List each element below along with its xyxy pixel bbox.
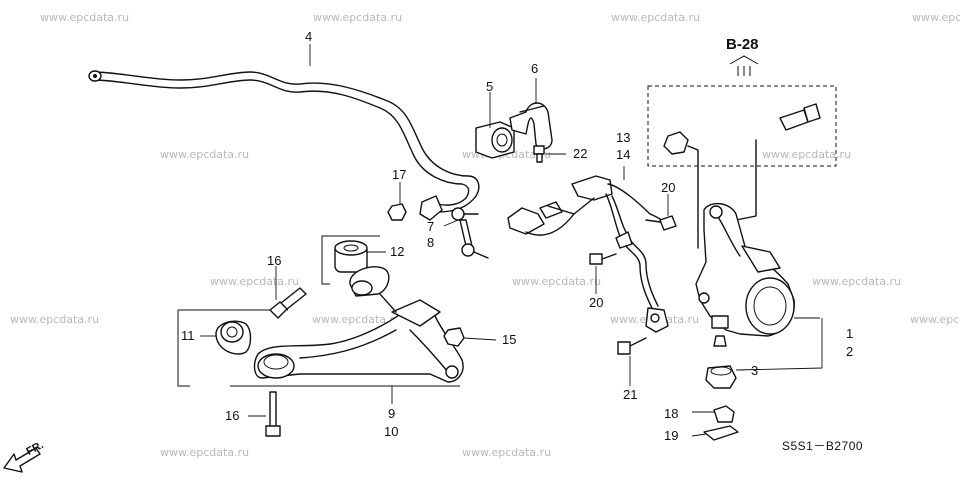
callout-14: 14 <box>616 147 631 162</box>
callout-9: 9 <box>388 406 396 421</box>
watermark: www.epcdata.ru <box>910 313 960 326</box>
flange-bolt <box>533 145 545 163</box>
callout-7: 7 <box>427 219 435 234</box>
watermark: www.epcdata.ru <box>40 11 130 24</box>
compliance-bushing <box>321 235 390 297</box>
watermark: www.epcdata.ru <box>762 148 852 161</box>
callout-21: 21 <box>623 387 638 402</box>
flange-bolt <box>589 253 617 265</box>
callout-20-upper: 20 <box>661 180 676 195</box>
stabilizer-bushing <box>475 121 515 159</box>
callout-15: 15 <box>502 332 517 347</box>
callout-6: 6 <box>531 61 539 76</box>
flange-bolt <box>269 287 307 319</box>
watermark: www.epcdata.ru <box>313 11 403 24</box>
callout-16-upper: 16 <box>267 253 282 268</box>
ball-joint-boot <box>705 335 737 389</box>
callout-8: 8 <box>427 235 435 250</box>
flange-bolt <box>617 337 647 355</box>
lower-arm <box>177 293 464 387</box>
watermark: www.epcdata.ru <box>160 446 250 459</box>
flange-bolt <box>265 391 281 437</box>
wheel-sensor <box>507 175 669 333</box>
callout-3: 3 <box>751 363 759 378</box>
callout-2: 2 <box>846 344 854 359</box>
drawing-code: S5S1－B2700 <box>782 439 864 453</box>
callout-13: 13 <box>616 130 631 145</box>
stabilizer-link <box>451 207 489 259</box>
steering-knuckle <box>695 203 795 337</box>
page-reference: B-28 <box>726 36 759 53</box>
watermark: www.epcdata.ru <box>312 313 402 326</box>
callout-1: 1 <box>846 326 854 341</box>
callout-5: 5 <box>486 79 494 94</box>
stabilizer-bar <box>88 70 480 221</box>
callout-19: 19 <box>664 428 679 443</box>
leader-lines <box>200 44 823 437</box>
watermark: www.epcdata.ru <box>160 148 250 161</box>
watermark: www.epcdata.ru <box>611 11 701 24</box>
callout-12: 12 <box>390 244 405 259</box>
watermark: www.epcdata.ru <box>812 275 902 288</box>
self-locking-nut <box>443 327 465 347</box>
watermark: www.epcdata.ru <box>462 446 552 459</box>
flange-bolt <box>645 215 677 231</box>
callout-10: 10 <box>384 424 399 439</box>
watermark: www.epc <box>912 11 960 24</box>
callout-16-lower: 16 <box>225 408 240 423</box>
watermark: www.epcdata.ru <box>512 275 602 288</box>
callout-22: 22 <box>573 146 588 161</box>
watermark: www.epcdata.ru <box>10 313 100 326</box>
self-locking-nut <box>387 203 407 221</box>
callout-18: 18 <box>664 406 679 421</box>
stabilizer-holder <box>509 102 553 150</box>
callout-4: 4 <box>305 29 313 44</box>
front-direction-arrow <box>3 447 41 473</box>
watermark: www.epcdata.ru <box>210 275 300 288</box>
knuckle-hardware-box <box>647 55 837 249</box>
front-bushing <box>215 320 252 355</box>
callout-17: 17 <box>392 167 407 182</box>
callout-20-lower: 20 <box>589 295 604 310</box>
callout-11: 11 <box>181 328 195 343</box>
snap-ring <box>703 405 739 441</box>
